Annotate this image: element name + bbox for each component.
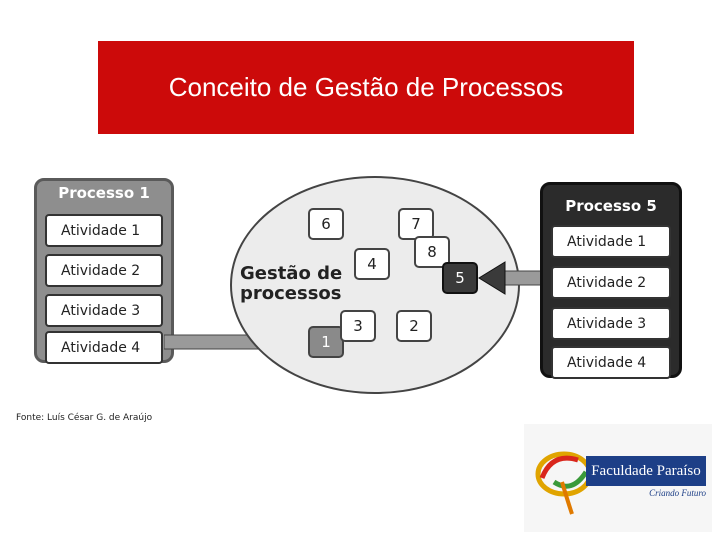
process-5-activity-3: Atividade 3: [551, 307, 671, 340]
slide-title: Conceito de Gestão de Processos: [168, 72, 564, 102]
process-number-2: 2: [396, 310, 432, 342]
process-5-activity-1: Atividade 1: [551, 225, 671, 258]
process-1-column: Processo 1 Atividade 1 Atividade 2 Ativi…: [34, 178, 174, 364]
process-number-1: 1: [308, 326, 344, 358]
process-5-column: Processo 5 Atividade 1 Atividade 2 Ativi…: [540, 182, 682, 379]
logo-name: Faculdade Paraíso: [586, 456, 706, 486]
process-number-5: 5: [442, 262, 478, 294]
process-5-activity-2: Atividade 2: [551, 266, 671, 299]
process-number-6: 6: [308, 208, 344, 240]
process-diagram: Processo 1 Atividade 1 Atividade 2 Ativi…: [14, 158, 694, 401]
faculdade-paraiso-logo: Faculdade Paraíso Criando Futuro: [524, 424, 712, 532]
process-1-activity-1: Atividade 1: [45, 214, 163, 247]
title-banner: Conceito de Gestão de Processos: [98, 41, 634, 134]
process-number-4: 4: [354, 248, 390, 280]
process-management-label: Gestão de processos: [240, 263, 343, 304]
logo-tagline: Criando Futuro: [649, 488, 706, 498]
process-1-activity-4: Atividade 4: [45, 331, 163, 364]
process-1-title: Processo 1: [58, 184, 150, 202]
process-1-activity-3: Atividade 3: [45, 294, 163, 327]
source-caption: Fonte: Luís César G. de Araújo: [16, 413, 153, 423]
arrow-out-icon: [478, 261, 547, 295]
process-5-activity-4: Atividade 4: [551, 346, 671, 379]
process-1-activity-2: Atividade 2: [45, 254, 163, 287]
process-5-title: Processo 5: [565, 197, 657, 215]
process-number-3: 3: [340, 310, 376, 342]
